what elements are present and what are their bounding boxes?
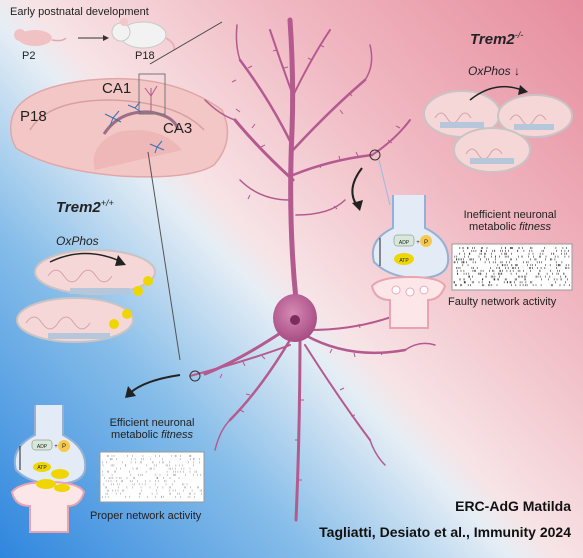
wildtype-oxphos-label: OxPhos	[56, 234, 99, 248]
synapse-zoom-marker-top	[369, 149, 381, 161]
dendritic-spines	[219, 44, 401, 481]
p2-label: P2	[22, 50, 36, 62]
brain-age-label: P18	[20, 108, 47, 125]
wildtype-fitness-label: Efficient neuronal metabolic fitness	[109, 417, 195, 441]
ca1-zoom-box	[138, 73, 166, 115]
oxphos-arrow-wildtype	[49, 252, 123, 263]
synapse-zoom-marker-bottom	[189, 370, 201, 382]
mouse-p2-icon	[14, 29, 67, 46]
plus-label: +	[54, 444, 58, 450]
microglia-icons	[104, 101, 165, 154]
mitochondria-wildtype	[16, 249, 156, 343]
phosphate-label: P	[62, 444, 66, 450]
synapse-wildtype	[10, 405, 87, 533]
proper-network-label: Proper network activity	[90, 510, 202, 522]
phosphate-label: P	[424, 240, 428, 246]
wildtype-gene-label: Trem2+/+	[56, 198, 114, 216]
synapse-knockout	[370, 195, 450, 329]
atp-label: ATP	[37, 465, 47, 471]
knockout-fitness-label: Inefficient neuronal metabolic fitness	[463, 209, 557, 233]
faulty-network-label: Faulty network activity	[448, 296, 557, 308]
zoom-line	[149, 21, 223, 65]
zoom-line-ca3	[147, 151, 181, 361]
atp-label: ATP	[399, 258, 409, 264]
knockout-gene-label: Trem2-/-	[470, 30, 524, 48]
curved-arrow-bottom	[129, 374, 181, 394]
ca1-label: CA1	[102, 80, 132, 97]
knockout-oxphos-label: OxPhos ↓	[468, 64, 521, 78]
grant-label: ERC-AdG Matilda	[455, 498, 571, 514]
adp-label: ADP	[399, 240, 410, 246]
mouse-p18-icon	[111, 18, 176, 51]
neuron	[189, 17, 436, 522]
nucleus	[290, 315, 300, 325]
adp-label: ADP	[37, 444, 48, 450]
development-title: Early postnatal development	[10, 6, 149, 18]
ca3-label: CA3	[163, 120, 193, 137]
citation-label: Tagliatti, Desiato et al., Immunity 2024	[319, 524, 571, 540]
plus-label: +	[416, 240, 420, 246]
mitochondria-knockout	[423, 90, 573, 173]
p18-mouse-label: P18	[135, 50, 155, 62]
oxphos-arrow-knockout	[469, 85, 523, 101]
brain-section	[9, 77, 229, 178]
